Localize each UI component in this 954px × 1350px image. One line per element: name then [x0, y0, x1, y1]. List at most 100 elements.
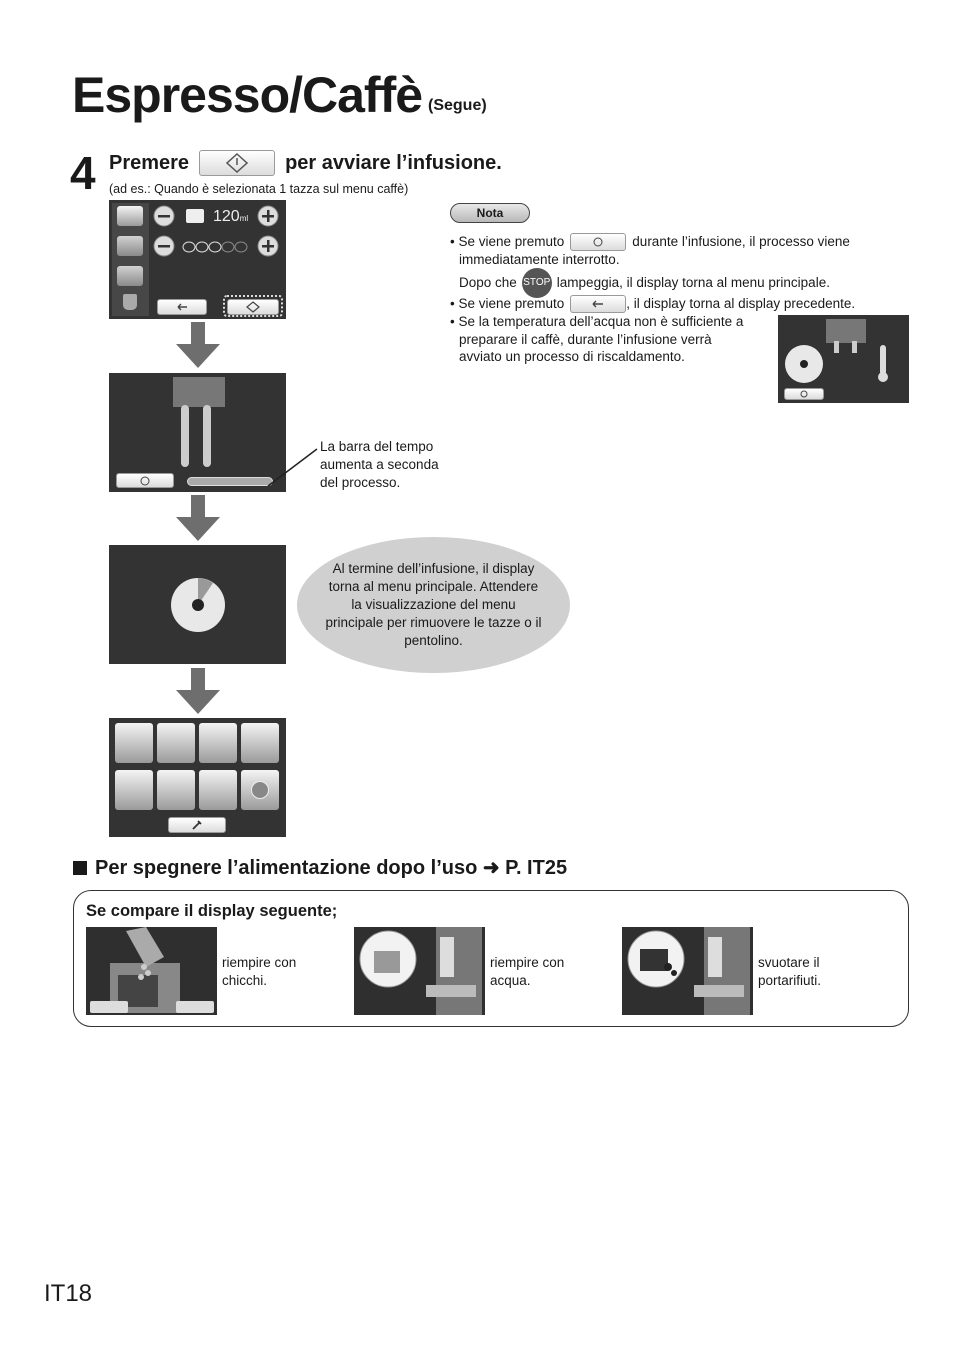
- callout-leader: [267, 448, 318, 487]
- stop-icon: [140, 476, 150, 485]
- cup-mode-icon: [117, 206, 143, 226]
- cappuccino-tile-icon: [199, 723, 237, 763]
- finish-info-bubble: Al termine dell’infusione, il display to…: [297, 537, 570, 673]
- settings-button-illustration: [168, 817, 226, 833]
- note-item-1: • Se viene premuto durante l’infusione, …: [450, 233, 850, 251]
- step-number: 4: [70, 147, 96, 199]
- beans-screen: [86, 927, 217, 1015]
- settings-screen: 120ml: [109, 200, 286, 319]
- caption-line: acqua.: [490, 973, 531, 988]
- two-cups-icon: [117, 236, 143, 256]
- bubble-line: pentolino.: [404, 633, 463, 648]
- page-number: IT18: [44, 1280, 93, 1307]
- stop-button-illustration: [116, 473, 174, 488]
- note-item-2: • Se viene premuto , il display torna al…: [450, 295, 855, 313]
- caption-line: riempire con: [222, 955, 297, 970]
- caption-line: svuotare il: [758, 955, 820, 970]
- back-button-illustration: [157, 299, 207, 315]
- note-text: Dopo che: [459, 275, 517, 290]
- memory-tile-icon: [241, 770, 279, 810]
- stop-icon: [593, 237, 603, 247]
- screen-start-button: [227, 299, 279, 315]
- back-button-illustration: [570, 295, 627, 313]
- start-button-illustration: [199, 150, 276, 176]
- espresso-tile-icon: [115, 723, 153, 763]
- note-badge: Nota: [450, 203, 530, 223]
- down-arrow-2: [176, 495, 220, 541]
- main-menu-screen: [109, 718, 286, 837]
- mug-icon: [123, 294, 137, 310]
- step-example: (ad es.: Quando è selezionata 1 tazza su…: [109, 182, 409, 196]
- dispenser-icon: [173, 377, 225, 467]
- note-text: avviato un processo di riscaldamento.: [459, 349, 685, 364]
- back-icon: [177, 303, 187, 311]
- volume-unit: ml: [239, 214, 249, 223]
- start-icon: [246, 301, 260, 313]
- caption-line: portarifiuti.: [758, 973, 822, 988]
- note-text: • Se viene premuto: [450, 234, 565, 249]
- memory-icon: [251, 781, 269, 799]
- waste-illustration: [627, 927, 750, 1015]
- progress-bar: [187, 477, 273, 486]
- beans-illustration: [90, 927, 214, 1013]
- step-text-after: per avviare l’infusione.: [285, 151, 502, 174]
- caption-line: riempire con: [490, 955, 565, 970]
- water-illustration: [359, 927, 482, 1015]
- bubble-line: principale per rimuovere le tazze o il: [325, 615, 542, 630]
- start-icon: [226, 153, 249, 173]
- finishing-screen: [109, 545, 286, 664]
- powder-spoon-tile-icon: [199, 770, 237, 810]
- waste-caption: svuotare il portarifiuti.: [758, 954, 821, 990]
- milk-tile-icon: [115, 770, 153, 810]
- section-heading: Per spegnere l’alimentazione dopo l’uso …: [73, 855, 567, 880]
- settings-controls: [153, 205, 279, 257]
- page-title-suffix: (Segue): [428, 97, 487, 114]
- volume-readout: 120ml: [213, 208, 248, 226]
- bubble-line: la visualizzazione del menu: [351, 597, 516, 612]
- stop-sign-icon: STOP: [521, 268, 552, 298]
- note-text: preparare il caffè, durante l’infusione …: [459, 332, 712, 347]
- section-box: [73, 890, 909, 1027]
- callout-line: aumenta a seconda: [320, 457, 439, 472]
- waste-screen: [622, 927, 753, 1015]
- section-heading-text: Per spegnere l’alimentazione dopo l’uso …: [95, 857, 568, 879]
- wrench-icon: [192, 820, 202, 830]
- latte-tile-icon: [241, 723, 279, 763]
- step-text-before: Premere: [109, 151, 190, 174]
- note-text: • Se la temperatura dell’acqua non è suf…: [450, 314, 744, 329]
- hot-water-tile-icon: [157, 770, 195, 810]
- coffee-tile-icon: [157, 723, 195, 763]
- back-icon: [592, 300, 604, 308]
- heating-screen: [778, 315, 909, 403]
- note-text: immediatamente interrotto.: [459, 252, 620, 267]
- note-text: lampeggia, il display torna al menu prin…: [556, 275, 830, 290]
- pot-icon: [117, 266, 143, 286]
- water-screen: [354, 927, 485, 1015]
- start-highlight: [223, 295, 283, 317]
- beans-caption: riempire con chicchi.: [222, 954, 296, 990]
- water-caption: riempire con acqua.: [490, 954, 564, 990]
- step-heading: Premere per avviare l’infusione.: [109, 150, 502, 176]
- progress-callout: La barra del tempo aumenta a seconda del…: [320, 438, 439, 492]
- stop-button-illustration: [570, 233, 627, 251]
- down-arrow-3: [176, 668, 220, 714]
- callout-line: La barra del tempo: [320, 439, 434, 454]
- progress-dial-icon: [171, 578, 225, 632]
- note-item-1-stop: Dopo che STOP lampeggia, il display torn…: [459, 268, 830, 298]
- note-text: durante l’infusione, il processo viene: [632, 234, 850, 249]
- section-box-title: Se compare il display seguente;: [86, 902, 338, 920]
- stop-icon: [800, 390, 808, 398]
- note-text: , il display torna al display precedente…: [626, 296, 856, 311]
- heating-illustration: [785, 319, 888, 383]
- brewing-screen: [109, 373, 286, 492]
- callout-line: del processo.: [320, 475, 401, 490]
- page-title: Espresso/Caffè: [72, 67, 423, 123]
- down-arrow-1: [176, 322, 220, 368]
- stop-button-illustration: [784, 388, 824, 400]
- square-bullet-icon: [73, 860, 87, 875]
- bubble-line: torna al menu principale. Attendere: [328, 579, 539, 594]
- note-text: • Se viene premuto: [450, 296, 565, 311]
- caption-line: chicchi.: [222, 973, 268, 988]
- bubble-line: Al termine dell’infusione, il display: [332, 561, 535, 576]
- volume-value: 120: [213, 208, 240, 225]
